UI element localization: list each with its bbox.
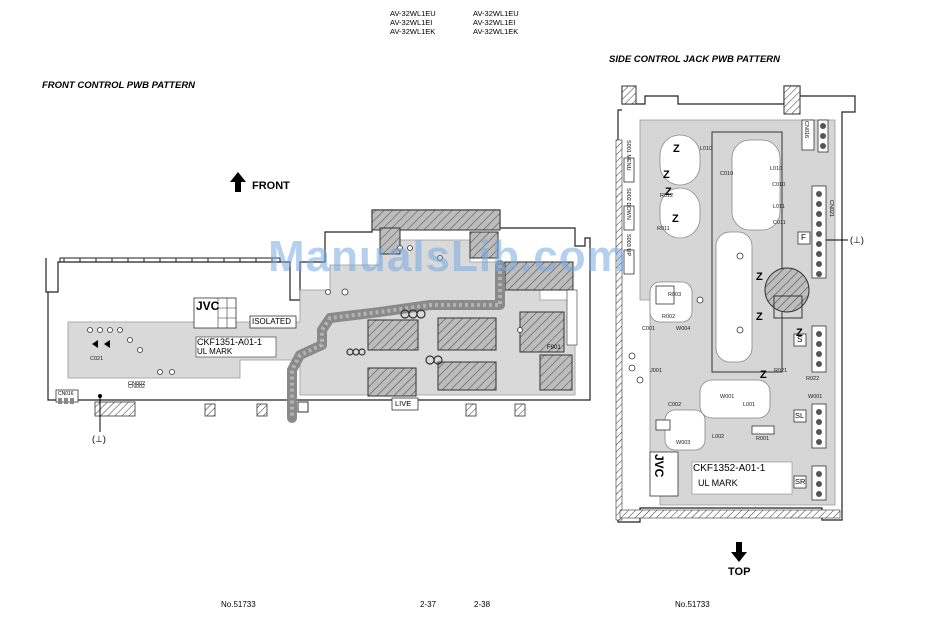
model-label: AV-32WL1EU <box>473 9 519 18</box>
svg-text:Z: Z <box>672 213 679 225</box>
model-label: AV-32WL1EI <box>390 18 433 27</box>
model-list-right: AV-32WL1EU AV-32WL1EI AV-32WL1EK <box>473 9 519 36</box>
front-cn016-label: CN016 <box>58 391 74 397</box>
side-board: ZZZ ZZZ ZZ <box>615 85 856 562</box>
svg-text:CN002: CN002 <box>128 384 145 390</box>
svg-text:Z: Z <box>756 311 763 323</box>
svg-text:Z: Z <box>796 327 803 339</box>
svg-text:Z: Z <box>665 186 672 198</box>
front-live-label: LIVE <box>395 399 412 408</box>
svg-text:R001: R001 <box>756 436 769 442</box>
side-switch-down: S002 DOWN <box>625 188 631 220</box>
svg-text:R021: R021 <box>774 368 787 374</box>
front-brand-logo: JVC <box>196 299 220 313</box>
front-section-title: FRONT CONTROL PWB PATTERN <box>42 80 196 91</box>
svg-text:C011: C011 <box>773 220 786 226</box>
svg-text:Z: Z <box>663 169 670 181</box>
side-switch-menu: S001 MENU <box>625 140 631 171</box>
svg-text:W001: W001 <box>720 394 734 400</box>
svg-text:L002: L002 <box>712 434 724 440</box>
front-board-code: CKF1351-A01-1 <box>197 337 263 347</box>
svg-text:Z: Z <box>756 271 763 283</box>
footer-doc-number-right: No.51733 <box>675 600 710 609</box>
front-ground-symbol: (⊥) <box>92 434 106 444</box>
side-sr-label: SR <box>795 477 806 486</box>
svg-text:L011: L011 <box>773 204 785 210</box>
top-arrow-icon <box>731 542 747 562</box>
svg-text:W001: W001 <box>808 394 822 400</box>
svg-text:R011: R011 <box>657 226 670 232</box>
model-label: AV-32WL1EK <box>390 27 436 36</box>
svg-text:W004: W004 <box>676 326 690 332</box>
side-ul-mark: UL MARK <box>698 478 738 488</box>
footer-doc-number-left: No.51733 <box>221 600 256 609</box>
side-ground-symbol: (⊥) <box>850 235 864 245</box>
model-list-left: AV-32WL1EU AV-32WL1EI AV-32WL1EK <box>390 9 436 36</box>
side-board-code: CKF1352-A01-1 <box>693 463 766 474</box>
front-isolated-label: ISOLATED <box>252 317 291 326</box>
side-brand-logo: JVC <box>652 454 666 478</box>
front-f901-label: F901 <box>547 345 561 351</box>
footer-page-right: 2-38 <box>474 600 491 609</box>
side-cn016-label: CN016 <box>803 121 809 139</box>
side-cn021-label: CN021 <box>828 200 834 218</box>
svg-text:C002: C002 <box>668 402 681 408</box>
model-label: AV-32WL1EK <box>473 27 519 36</box>
svg-text:R002: R002 <box>662 314 675 320</box>
svg-text:C010: C010 <box>772 182 785 188</box>
svg-text:J001: J001 <box>650 368 662 374</box>
svg-text:Z: Z <box>673 143 680 155</box>
model-label: AV-32WL1EU <box>390 9 436 18</box>
front-arrow-icon <box>230 172 246 192</box>
side-section-title: SIDE CONTROL JACK PWB PATTERN <box>609 54 781 65</box>
svg-text:L010: L010 <box>770 166 782 172</box>
side-f-label: F <box>801 233 806 242</box>
side-s-label: S <box>797 335 803 344</box>
svg-text:L010: L010 <box>700 146 712 152</box>
side-sl-label: SL <box>795 411 805 420</box>
svg-text:C010: C010 <box>720 171 733 177</box>
front-board <box>45 209 591 432</box>
svg-text:C021: C021 <box>90 356 103 362</box>
front-cn002-label: CN002 <box>128 381 146 387</box>
front-ul-mark: UL MARK <box>197 347 233 356</box>
watermark-text: ManualsLib.com <box>268 232 627 281</box>
svg-text:C001: C001 <box>642 326 655 332</box>
front-arrow-label: FRONT <box>252 180 290 192</box>
model-label: AV-32WL1EI <box>473 18 516 27</box>
svg-text:R012: R012 <box>660 193 673 199</box>
footer-page-left: 2-37 <box>420 600 437 609</box>
svg-text:W003: W003 <box>676 440 690 446</box>
top-arrow-label: TOP <box>728 566 751 578</box>
svg-text:L001: L001 <box>743 402 755 408</box>
side-switch-up: S003 UP <box>625 234 631 257</box>
svg-text:R003: R003 <box>668 292 681 298</box>
svg-text:R022: R022 <box>806 376 819 382</box>
svg-text:Z: Z <box>760 369 767 381</box>
